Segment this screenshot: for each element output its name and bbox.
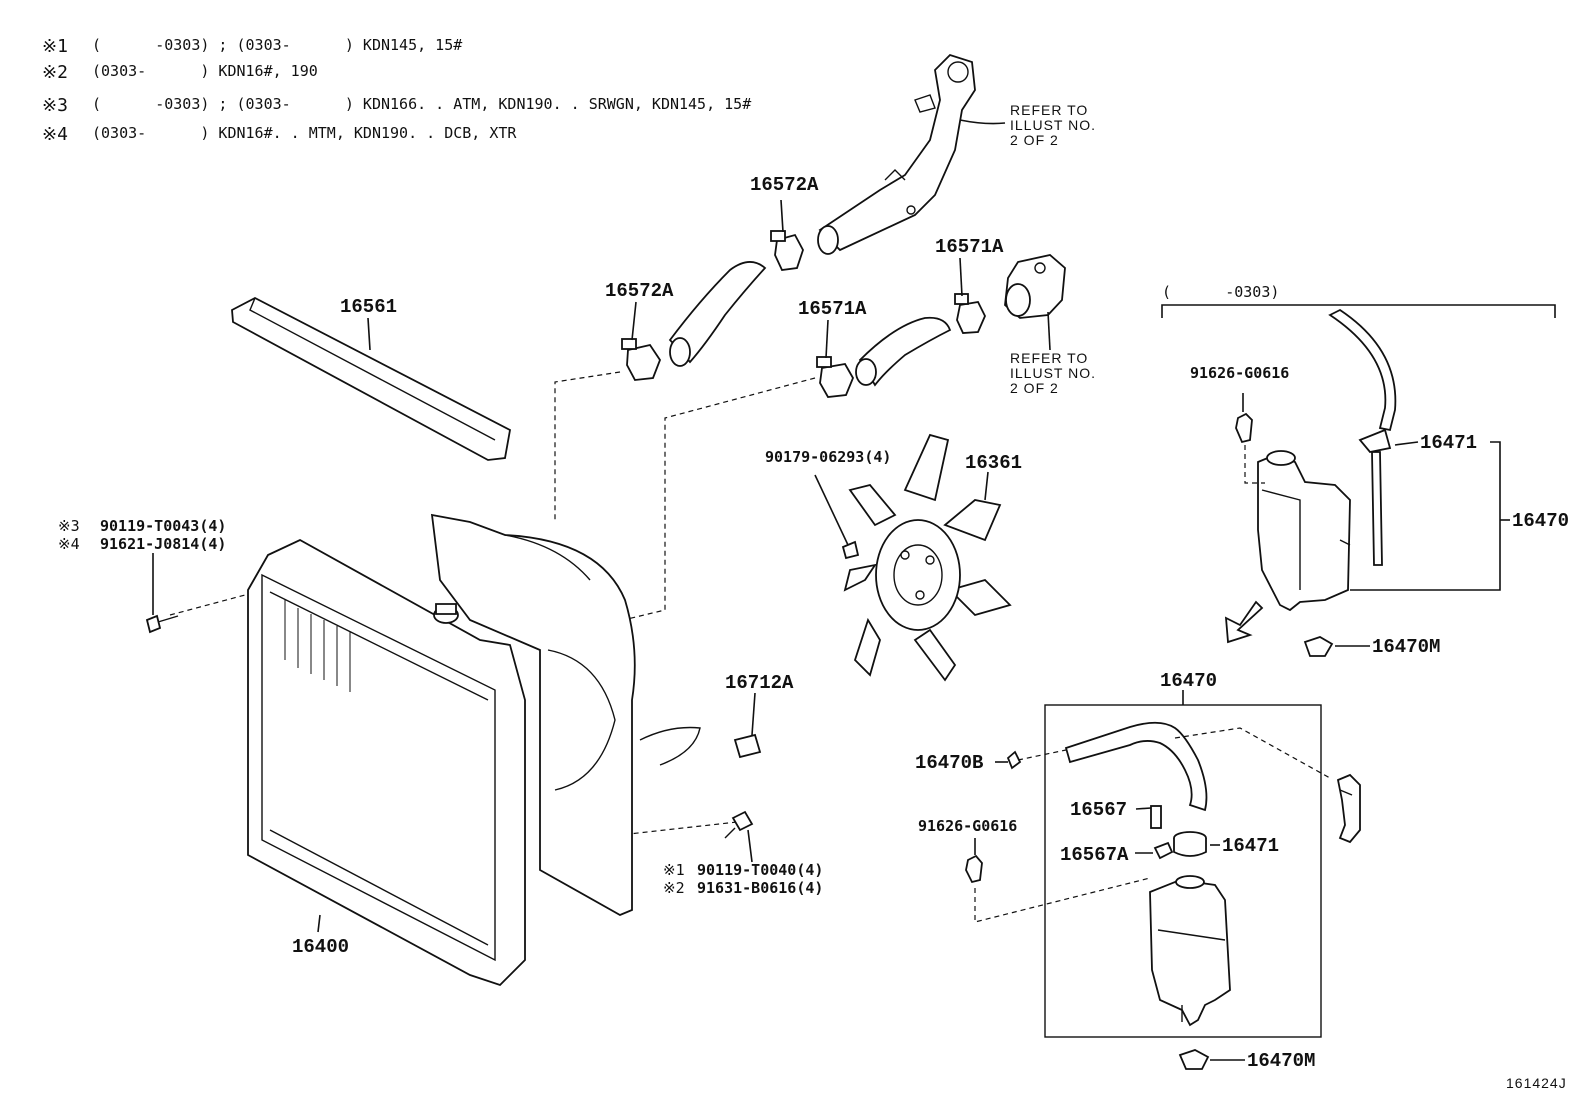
label-16572A-left: 16572A [605,280,674,302]
label-16571A-right: 16571A [935,236,1004,258]
cooling-fan-16361: 16361 90179-06293(4) [765,433,1022,682]
note-1-text: ( -0303) ; (0303- ) KDN145, 15# [92,36,462,54]
diagram-id: 161424J [1506,1075,1567,1091]
label-91626-upper: 91626-G0616 [1190,364,1289,382]
note-3-text: ( -0303) ; (0303- ) KDN166. . ATM, KDN19… [92,95,751,113]
label-16567A: 16567A [1060,844,1129,866]
label-16712A: 16712A [725,672,794,694]
label-91626-lower: 91626-G0616 [918,817,1017,835]
part-16561: 16561 [231,296,512,461]
refer-lower-line2: ILLUST NO. [1010,365,1096,381]
bolt-note-1-mark: ※3 [58,517,80,535]
label-16571A-mid: 16571A [798,298,867,320]
label-16470-upper: 16470 [1512,510,1569,532]
reservoir-upper-group: ( -0303) 16471 16470 91626-G0616 16470M [1161,283,1569,658]
refer-lower-line1: REFER TO [1010,350,1088,366]
note-2-mark: ※2 [42,62,68,83]
label-16470B: 16470B [915,752,983,774]
clamp-16571A-mid: 16571A [798,298,867,398]
label-16567: 16567 [1070,799,1127,821]
note-1-mark: ※1 [42,36,68,57]
bolt-note-2: 91621-J0814(4) [100,535,226,553]
note-2-text: (0303- ) KDN16#, 190 [92,62,318,80]
clamp-16572A-left: 16572A [605,280,674,381]
label-16361: 16361 [965,452,1022,474]
water-outlet-pipe [817,53,1006,255]
refer-upper-line1: REFER TO [1010,102,1088,118]
refer-lower-line3: 2 OF 2 [1010,380,1059,396]
dashed-leaders [169,371,816,836]
bolt-note-1: 90119-T0043(4) [100,517,226,535]
bolt-lower-2: 91631-B0616(4) [697,879,823,897]
radiator-16400: 16400 [247,538,526,987]
bracket-label: ( -0303) [1162,283,1279,301]
fan-shroud [430,513,701,916]
upper-radiator-hose [668,261,767,367]
bolt-lower-2-mark: ※2 [663,879,685,897]
label-16471-lower: 16471 [1222,835,1279,857]
clamp-16572A-top: 16572A [750,174,819,271]
shroud-bolt: ※1 90119-T0040(4) ※2 91631-B0616(4) [663,810,823,897]
note-4-text: (0303- ) KDN16#. . MTM, KDN190. . DCB, X… [92,124,517,142]
label-16470M-upper: 16470M [1372,636,1440,658]
refer-upper: REFER TO ILLUST NO. 2 OF 2 [1010,102,1096,148]
label-16471-upper: 16471 [1420,432,1477,454]
label-16470M-lower: 16470M [1247,1050,1315,1072]
note-3-mark: ※3 [42,95,68,116]
note-4-mark: ※4 [42,124,68,145]
label-16400: 16400 [292,936,349,958]
label-90179: 90179-06293(4) [765,448,891,466]
water-inlet-housing [1004,254,1066,351]
clip-16712A: 16712A [725,672,794,759]
clamp-16571A-right: 16571A [935,236,1004,334]
refer-lower: REFER TO ILLUST NO. 2 OF 2 [1010,350,1096,396]
bolt-lower-1-mark: ※1 [663,861,685,879]
bolt-lower-1: 90119-T0040(4) [697,861,823,879]
notes: ※1 ( -0303) ; (0303- ) KDN145, 15# ※2 (0… [42,36,751,145]
lower-radiator-hose [855,316,952,387]
label-16470-lower: 16470 [1160,670,1217,692]
refer-upper-line2: ILLUST NO. [1010,117,1096,133]
radiator-bolt-left: ※3 90119-T0043(4) ※4 91621-J0814(4) [58,517,226,634]
label-16572A-top: 16572A [750,174,819,196]
bolt-note-2-mark: ※4 [58,535,80,553]
refer-upper-line3: 2 OF 2 [1010,132,1059,148]
reservoir-lower-group: 16470 16567 16470B 16567A 16471 91626-G0… [915,670,1361,1072]
label-16561: 16561 [340,296,397,318]
